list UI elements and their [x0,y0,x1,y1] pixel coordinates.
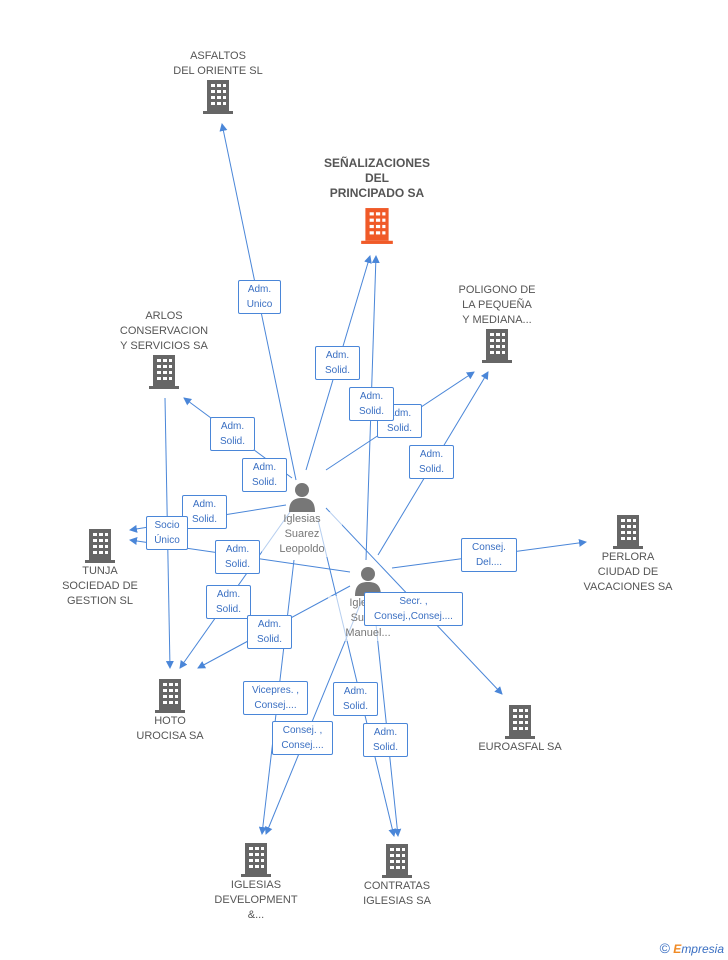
company-label: CONTRATAS IGLESIAS SA [363,880,431,907]
building-icon [505,705,535,739]
edge-leopoldo-contratas [317,519,397,837]
person-iglesias-suarez-leopoldo[interactable]: Iglesias Suarez Leopoldo [262,482,342,557]
brand-name: mpresia [681,942,724,956]
empresia-logo[interactable]: © Empresia [660,940,724,956]
copyright-symbol: © [659,940,670,956]
company-label: TUNJA SOCIEDAD DE GESTION SL [62,565,138,607]
company-label: POLIGONO DE LA PEQUEÑA Y MEDIANA... [458,284,536,326]
company-poligono[interactable]: POLIGONO DE LA PEQUEÑA Y MEDIANA... [437,283,557,364]
company-arlos[interactable]: ARLOS CONSERVACION Y SERVICIOS SA [104,309,224,390]
relation-label[interactable]: Secr. , Consej.,Consej.... [364,592,463,626]
company-label: PERLORA CIUDAD DE VACACIONES SA [583,551,673,593]
person-icon [289,483,315,512]
company-label: SEÑALIZACIONES DEL PRINCIPADO SA [323,156,430,200]
relation-label[interactable]: Adm. Solid. [349,387,394,421]
company-label: ASFALTOS DEL ORIENTE SL [173,50,263,77]
brand-initial: E [673,942,682,956]
relation-label[interactable]: Socio Único [146,516,188,550]
relation-label[interactable]: Vicepres. , Consej.... [243,681,308,715]
relation-label[interactable]: Adm. Solid. [315,346,360,380]
building-icon [155,679,185,713]
company-senalizaciones-del-principado[interactable]: SEÑALIZACIONES DEL PRINCIPADO SA [312,156,442,245]
relation-label[interactable]: Adm. Solid. [206,585,251,619]
relation-label[interactable]: Adm. Solid. [247,615,292,649]
relation-label[interactable]: Adm. Solid. [242,458,287,492]
building-icon [482,329,512,363]
company-hoto-urocisa[interactable]: HOTO UROCISA SA [110,678,230,744]
relation-label[interactable]: Adm. Solid. [182,495,227,529]
company-asfaltos-del-oriente[interactable]: ASFALTOS DEL ORIENTE SL [158,49,278,115]
building-icon [361,208,393,244]
company-tunja[interactable]: TUNJA SOCIEDAD DE GESTION SL [40,528,160,609]
company-contratas-iglesias[interactable]: CONTRATAS IGLESIAS SA [337,843,457,909]
company-perlora[interactable]: PERLORA CIUDAD DE VACACIONES SA [568,514,688,595]
relation-label[interactable]: Adm. Solid. [210,417,255,451]
company-label: ARLOS CONSERVACION Y SERVICIOS SA [119,310,209,352]
relation-label[interactable]: Consej. , Consej.... [272,721,333,755]
relation-label[interactable]: Adm. Solid. [409,445,454,479]
building-icon [613,515,643,549]
building-icon [382,844,412,878]
company-label: IGLESIAS DEVELOPMENT &... [214,879,298,921]
building-icon [241,843,271,877]
person-label: Iglesias Suarez Leopoldo [262,512,342,557]
relation-label[interactable]: Adm. Solid. [333,682,378,716]
edge-manuel-contratas [373,604,402,837]
company-label: EUROASFAL SA [478,741,562,753]
relation-label[interactable]: Adm. Unico [238,280,281,314]
company-iglesias-development[interactable]: IGLESIAS DEVELOPMENT &... [196,842,316,923]
building-icon [85,529,115,563]
relation-label[interactable]: Adm. Solid. [363,723,408,757]
company-euroasfal[interactable]: EUROASFAL SA [460,704,580,755]
relation-label[interactable]: Adm. Solid. [215,540,260,574]
building-icon [203,80,233,114]
building-icon [149,355,179,389]
relation-label[interactable]: Consej. Del.... [461,538,517,572]
company-label: HOTO UROCISA SA [136,715,204,742]
